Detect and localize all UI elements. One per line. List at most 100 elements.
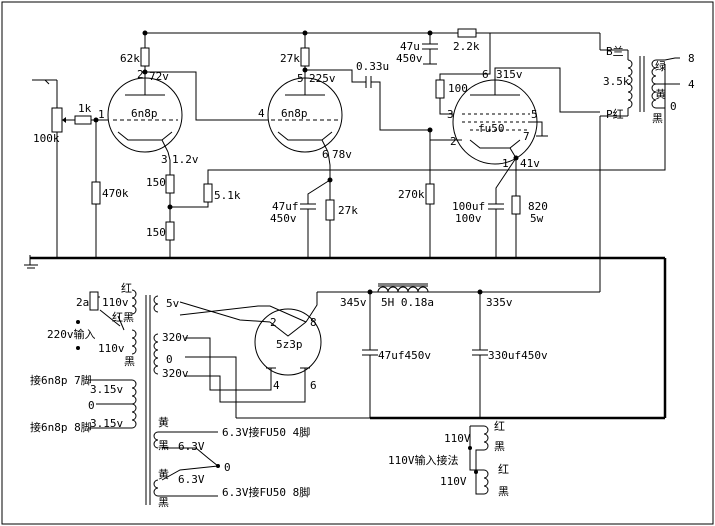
label-47u-v: 450v [396, 52, 423, 65]
feedback-wire [207, 64, 666, 184]
wire [305, 292, 318, 323]
label-47uf: 47uf [272, 200, 299, 213]
pt-hv-coil [153, 333, 159, 375]
opt-tap4: 4 [688, 78, 695, 91]
pt-primary-coil-a [131, 289, 137, 315]
pt-black1: 黑 [123, 311, 134, 324]
pot-5-1k [203, 183, 213, 203]
pin-label: 6 [322, 148, 329, 161]
opt-b: B兰 [606, 45, 624, 58]
pt-63a-coil [153, 431, 159, 449]
wire [656, 57, 680, 61]
coupling-wire [145, 71, 271, 121]
label-820-w: 5w [530, 212, 544, 225]
resistor-150b [165, 221, 175, 241]
pin-label: 7 [523, 130, 530, 143]
wire [530, 121, 543, 136]
label-150a: 150 [146, 176, 166, 189]
opt-ohm: 3.5k [603, 75, 630, 88]
pt-315b: 3.15v [90, 417, 123, 430]
label-1k: 1k [78, 102, 92, 115]
pt-black3: 黑 [158, 439, 169, 452]
tube-v2-name: 6n8p [281, 107, 308, 120]
pt-red1: 红 [121, 282, 132, 295]
node [76, 320, 80, 324]
alt-black1: 黑 [494, 440, 505, 453]
pin-label: 4 [273, 379, 280, 392]
pin-label: 2 [450, 135, 457, 148]
pt-heater-coil [131, 379, 137, 429]
5v-wire [179, 301, 271, 323]
label-filter2: 330uf450v [488, 349, 548, 362]
resistor-470k [91, 181, 101, 205]
pin-label: 2 [137, 68, 144, 81]
node [474, 470, 478, 474]
tube-5z3p-name: 5z3p [276, 338, 303, 351]
label-47u: 47u [400, 40, 420, 53]
pt-red2: 红 [112, 311, 123, 324]
tube-fu50-name: fu50 [478, 122, 505, 135]
label-62k: 62k [120, 52, 140, 65]
ct-wire [185, 356, 237, 418]
label-fuse: 2a [76, 296, 89, 309]
pt-note2: 接6n8p 8脚 [30, 420, 92, 434]
pt-yellow2: 黄 [158, 467, 169, 481]
pin-label: 6 [482, 68, 489, 81]
label-270k: 270k [398, 188, 425, 201]
opt-primary-coil [627, 59, 633, 109]
pin-label: 5 [531, 108, 538, 121]
wire [305, 69, 366, 83]
label-0-33u: 0.33u [356, 60, 389, 73]
pt-input-label: 220v输入 [47, 327, 96, 341]
label-100k: 100k [33, 132, 60, 145]
volt-label: 72v [149, 70, 169, 83]
pin-label: 2 [270, 316, 277, 329]
pt-zero2: 0 [224, 461, 231, 474]
wire [495, 157, 517, 204]
plate-wire [494, 67, 600, 113]
tube-5z3p [254, 308, 322, 376]
pin-label: 5 [297, 72, 304, 85]
pt-black2: 黑 [124, 355, 135, 368]
volt-label: 41v [520, 157, 540, 170]
node [76, 346, 80, 350]
alt-red1: 红 [494, 420, 505, 433]
pt-0: 0 [166, 353, 173, 366]
alt-110a: 110V [444, 432, 471, 445]
wire [321, 139, 329, 153]
pt-note1: 接6n8p 7脚 [30, 373, 92, 387]
pt-note3: 6.3V接FU50 4脚 [222, 425, 310, 439]
pt-110a: 110v [102, 296, 129, 309]
strap [117, 315, 125, 331]
pin-label: 3 [447, 108, 454, 121]
pt-110b: 110v [98, 342, 125, 355]
resistor-270k [425, 183, 435, 205]
pt-320b: 320v [162, 367, 189, 380]
alt-label: 110V输入接法 [388, 453, 459, 467]
hv-wire [185, 368, 306, 403]
resistor-2-2k [457, 28, 477, 38]
label-5-1k: 5.1k [214, 189, 241, 202]
pt-primary-coil-b [131, 329, 137, 355]
5v-wire [179, 305, 307, 323]
node [216, 464, 220, 468]
opt-green: 绿 [655, 59, 666, 73]
pt-320a: 320v [162, 331, 189, 344]
pt-black4: 黑 [158, 496, 169, 509]
resistor-62k [140, 47, 150, 67]
pt-5v: 5v [166, 297, 180, 310]
label-27k-bot: 27k [338, 204, 358, 217]
wiper-arrow [62, 117, 66, 123]
label-filter1: 47uf450v [378, 349, 431, 362]
cathode [117, 131, 173, 141]
pt-63b: 6.3V [178, 473, 205, 486]
opt-p: P红 [606, 108, 624, 121]
alt-110b: 110V [440, 475, 467, 488]
pt-note4: 6.3V接FU50 8脚 [222, 485, 310, 499]
pt-5v-coil [153, 295, 159, 313]
cathode [277, 131, 333, 141]
label-335v: 335v [486, 296, 513, 309]
pin-label: 8 [310, 316, 317, 329]
label-100uf: 100uf [452, 200, 485, 213]
